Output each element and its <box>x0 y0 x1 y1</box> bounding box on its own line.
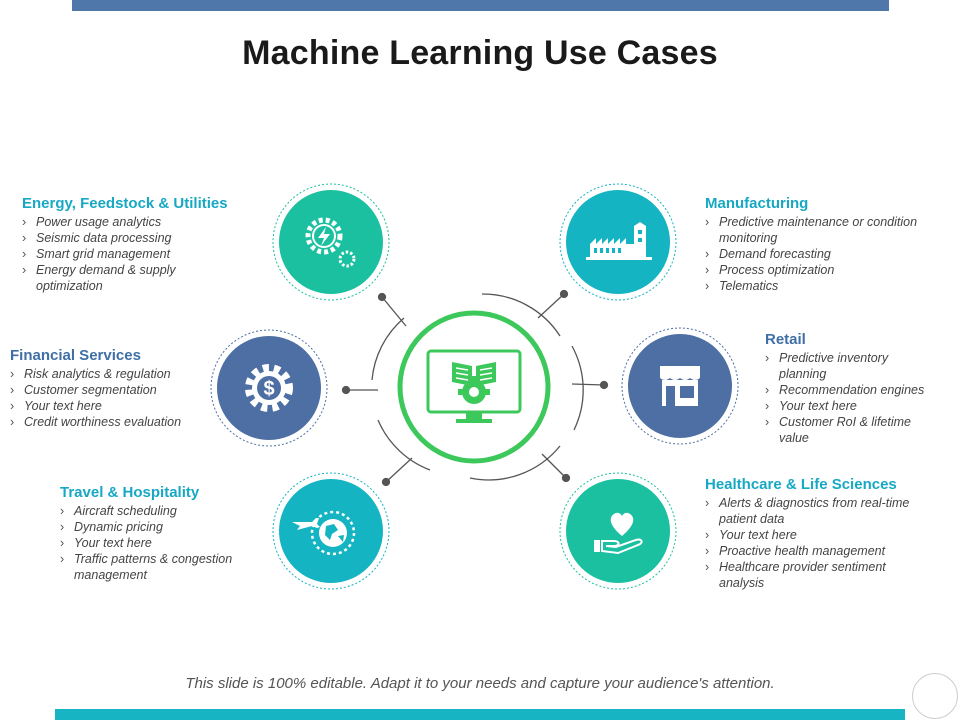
segment-travel: Travel & Hospitality Aircraft scheduling… <box>60 484 260 583</box>
connector-dot-retail <box>599 380 609 390</box>
heart-hand-icon <box>594 512 643 555</box>
bottom-accent-bar <box>55 709 905 720</box>
segment-heading: Healthcare & Life Sciences <box>705 476 897 493</box>
list-item: Predictive maintenance or condition moni… <box>705 214 944 246</box>
connector-manufacturing <box>537 293 565 319</box>
list-item: Process optimization <box>705 262 945 278</box>
list-item: Seismic data processing <box>22 230 262 246</box>
corner-circle <box>912 673 958 719</box>
center-hub <box>397 310 551 464</box>
list-item: Traffic patterns & congestion management <box>60 551 254 583</box>
list-item: Demand forecasting <box>705 246 945 262</box>
healthcare-circle <box>559 472 677 590</box>
segment-retail: Retail Predictive inventory planning Rec… <box>765 331 955 446</box>
plane-globe-icon <box>292 510 356 556</box>
segment-heading: Energy, Feedstock & Utilities <box>22 195 228 212</box>
footer-note: This slide is 100% editable. Adapt it to… <box>185 675 775 692</box>
list-item: Smart grid management <box>22 246 262 262</box>
store-icon <box>660 366 700 406</box>
connector-dot-energy <box>377 292 387 302</box>
dollar-gear-icon: $ <box>245 364 293 412</box>
list-item: Your text here <box>705 527 945 543</box>
segment-healthcare: Healthcare & Life Sciences Alerts & diag… <box>705 476 945 591</box>
list-item: Customer RoI & lifetime value <box>765 414 939 446</box>
arc-left <box>371 317 405 381</box>
connector-travel <box>385 457 413 483</box>
segment-heading: Travel & Hospitality <box>60 484 200 501</box>
connector-retail <box>571 383 605 386</box>
list-item: Alerts & diagnostics from real-time pati… <box>705 495 939 527</box>
list-item: Dynamic pricing <box>60 519 260 535</box>
connector-healthcare <box>541 453 567 479</box>
top-accent-bar <box>72 0 889 11</box>
manufacturing-circle <box>559 183 677 301</box>
financial-circle: $ <box>210 329 328 447</box>
segment-financial: Financial Services Risk analytics & regu… <box>10 347 210 430</box>
connector-dot-healthcare <box>561 473 571 483</box>
arc-top-right <box>481 293 561 337</box>
list-item: Proactive health management <box>705 543 945 559</box>
list-item: Power usage analytics <box>22 214 262 230</box>
list-item: Credit worthiness evaluation <box>10 414 210 430</box>
list-item: Your text here <box>10 398 210 414</box>
arc-right <box>571 345 584 431</box>
connector-dot-manufacturing <box>559 289 569 299</box>
segment-manufacturing: Manufacturing Predictive maintenance or … <box>705 195 945 294</box>
list-item: Aircraft scheduling <box>60 503 260 519</box>
segment-heading: Financial Services <box>10 347 141 364</box>
list-item: Your text here <box>60 535 260 551</box>
segment-energy: Energy, Feedstock & Utilities Power usag… <box>22 195 262 294</box>
retail-circle <box>621 327 739 445</box>
list-item: Telematics <box>705 278 945 294</box>
list-item: Your text here <box>765 398 955 414</box>
connector-dot-financial <box>341 385 351 395</box>
list-item: Customer segmentation <box>10 382 210 398</box>
list-item: Energy demand & supply optimization <box>22 262 196 294</box>
travel-circle <box>272 472 390 590</box>
connector-energy <box>381 296 407 327</box>
list-item: Risk analytics & regulation <box>10 366 210 382</box>
arc-bottom-right <box>469 445 561 481</box>
energy-circle <box>272 183 390 301</box>
page-title: Machine Learning Use Cases <box>242 34 718 72</box>
segment-heading: Manufacturing <box>705 195 809 212</box>
list-item: Recommendation engines <box>765 382 955 398</box>
arc-bottom-left <box>377 419 431 471</box>
factory-icon <box>586 222 652 260</box>
svg-text:$: $ <box>263 378 274 400</box>
monitor-book-gear-icon <box>426 349 522 423</box>
list-item: Predictive inventory planning <box>765 350 909 382</box>
segment-heading: Retail <box>765 331 806 348</box>
list-item: Healthcare provider sentiment analysis <box>705 559 919 591</box>
gear-bolt-icon <box>305 217 356 268</box>
connector-dot-travel <box>381 477 391 487</box>
